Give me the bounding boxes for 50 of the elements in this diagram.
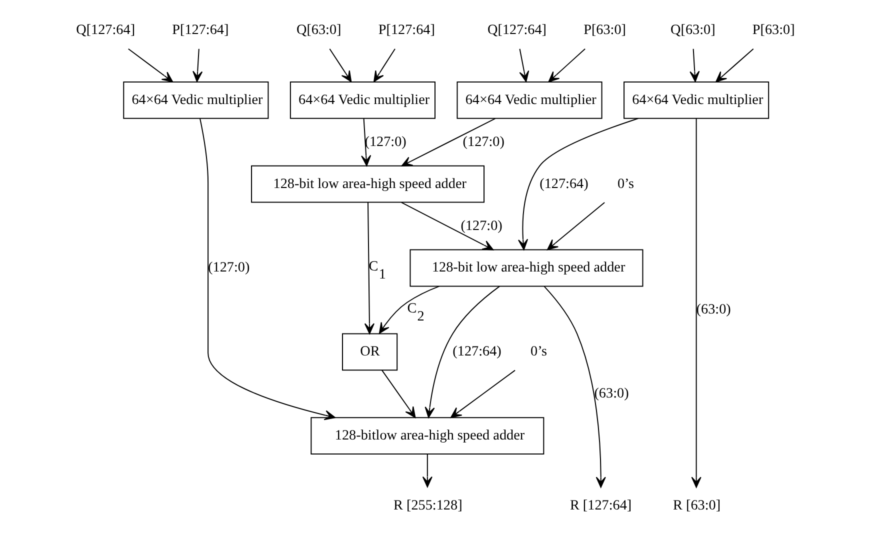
node-box: 64×64 Vedic multiplier: [123, 82, 269, 119]
edge-label: (127:64): [452, 344, 502, 360]
arrow: [519, 48, 530, 82]
arrow: [128, 48, 174, 82]
node-text: P[63:0]: [584, 22, 626, 38]
edge-label: (127:64): [540, 176, 588, 192]
arrow: [401, 118, 496, 166]
arrow: [716, 48, 754, 82]
node-box: 128-bit low area-high speed adder: [251, 165, 485, 203]
arrow: [361, 118, 372, 166]
node-text: Q[63:0]: [670, 22, 716, 38]
arrow: [544, 286, 606, 488]
arrow: [382, 370, 416, 418]
node-text: Q[127:64]: [76, 22, 136, 38]
arrow: [691, 118, 702, 488]
node-box: 64×64 Vedic multiplier: [290, 82, 436, 119]
arrow: [364, 202, 375, 334]
arrow: [518, 118, 638, 250]
arrow: [378, 286, 440, 334]
arrow: [200, 118, 336, 420]
edge-label: (127:0): [364, 134, 406, 150]
edge-label: (127:0): [208, 260, 250, 276]
node-text: R [127:64]: [570, 497, 632, 514]
node-box: 128-bit low area-high speed adder: [410, 249, 644, 287]
edge-label: (63:0): [594, 386, 629, 402]
node-text: 0’s: [530, 344, 548, 360]
arrow: [548, 48, 586, 82]
node-box: OR: [342, 333, 398, 371]
arrow: [690, 48, 700, 82]
arrow: [401, 202, 494, 250]
arrow: [424, 286, 500, 418]
node-text: P[127:64]: [378, 22, 435, 38]
node-text: P[127:64]: [172, 22, 229, 38]
node-text: Q[127:64]: [488, 22, 546, 38]
node-text: Q[63:0]: [296, 22, 342, 38]
arrow: [422, 454, 432, 488]
edge-label: (127:0): [462, 134, 504, 150]
arrow: [546, 202, 605, 250]
edge-label: (127:0): [460, 218, 502, 234]
node-text: R [255:128]: [394, 497, 462, 514]
node-box: 64×64 Vedic multiplier: [456, 82, 602, 119]
node-text: R [63:0]: [673, 497, 721, 514]
node-box: 64×64 Vedic multiplier: [624, 82, 770, 119]
arrow: [192, 48, 203, 82]
arrow: [450, 370, 516, 418]
arrow: [374, 48, 396, 82]
node-text: 0’s: [617, 176, 634, 192]
arrow: [329, 48, 352, 82]
node-box: 128-bitlow area-high speed adder: [310, 417, 544, 454]
node-text: P[63:0]: [752, 22, 795, 38]
